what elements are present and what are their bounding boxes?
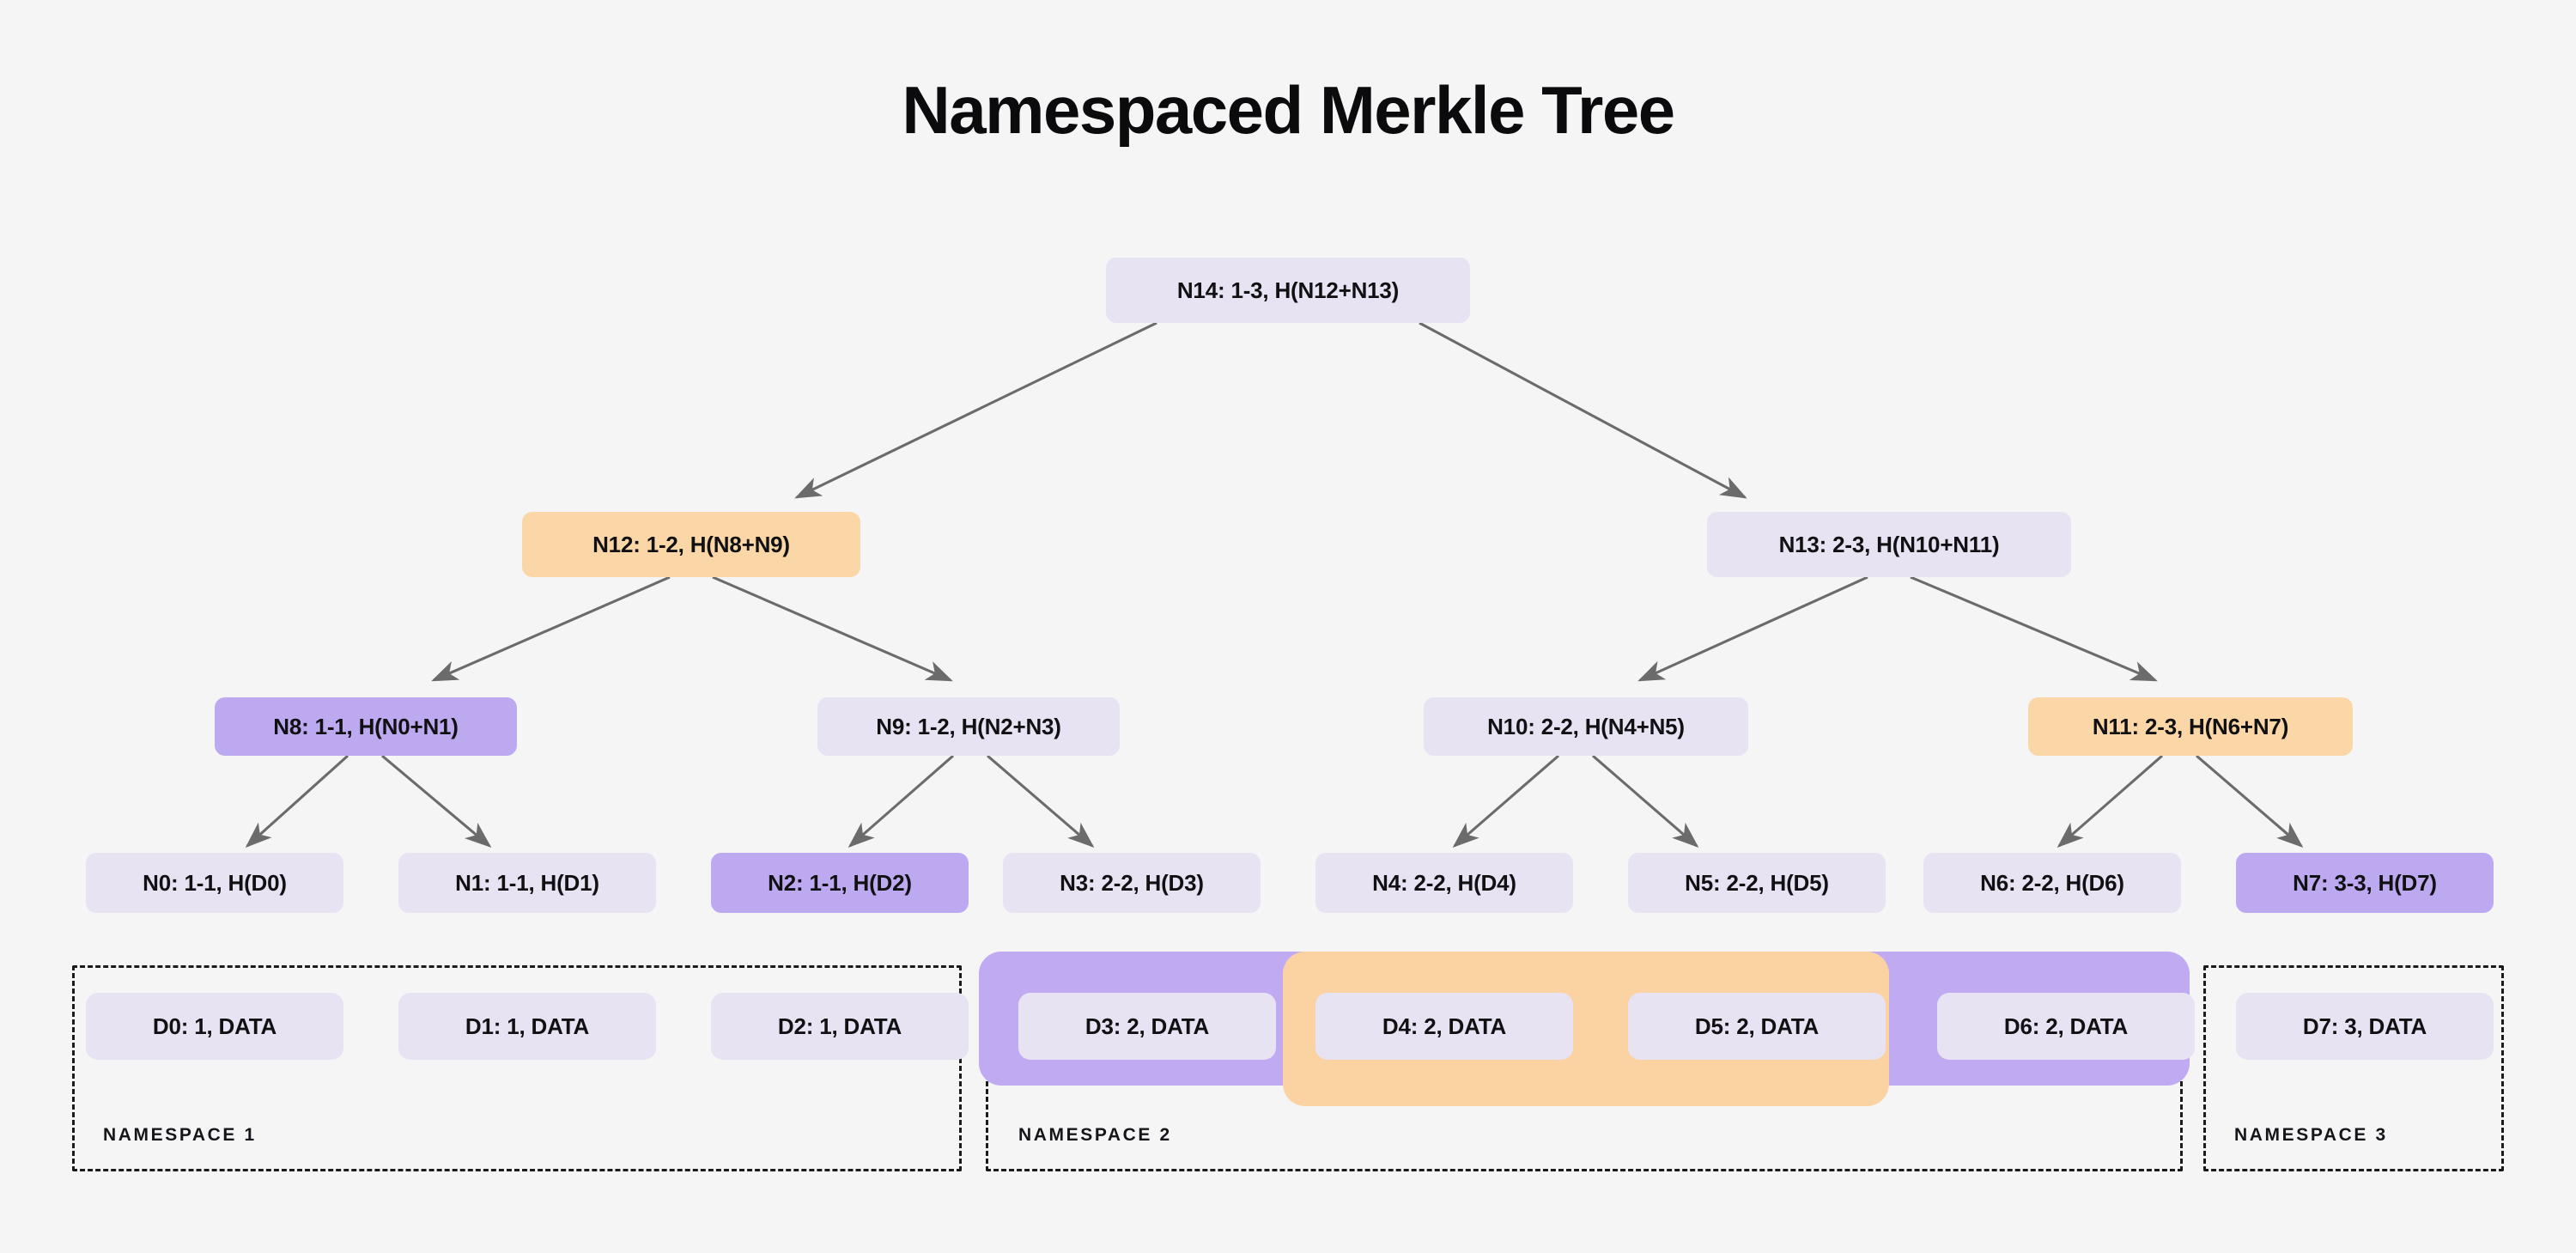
edge-n12-n8 bbox=[431, 575, 671, 682]
tree-node-n1[interactable]: N1: 1-1, H(D1) bbox=[398, 853, 656, 913]
tree-node-n0[interactable]: N0: 1-1, H(D0) bbox=[86, 853, 343, 913]
edge-n8-n1 bbox=[381, 754, 492, 848]
tree-node-n11[interactable]: N11: 2-3, H(N6+N7) bbox=[2028, 697, 2353, 756]
edge-n13-n11 bbox=[1910, 575, 2158, 682]
namespace-label-2: NAMESPACE 2 bbox=[1018, 1125, 1172, 1145]
tree-node-n6[interactable]: N6: 2-2, H(D6) bbox=[1923, 853, 2181, 913]
edge-n14-n12 bbox=[794, 321, 1157, 499]
data-node-d5[interactable]: D5: 2, DATA bbox=[1628, 993, 1886, 1060]
data-node-d3[interactable]: D3: 2, DATA bbox=[1018, 993, 1276, 1060]
data-node-d0[interactable]: D0: 1, DATA bbox=[86, 993, 343, 1060]
data-node-d6[interactable]: D6: 2, DATA bbox=[1937, 993, 2195, 1060]
edge-n8-n0 bbox=[245, 754, 349, 849]
tree-node-n12[interactable]: N12: 1-2, H(N8+N9) bbox=[522, 512, 860, 577]
edge-n13-n10 bbox=[1637, 575, 1868, 682]
data-node-d2[interactable]: D2: 1, DATA bbox=[711, 993, 969, 1060]
edge-n9-n2 bbox=[848, 754, 955, 849]
tree-node-n14[interactable]: N14: 1-3, H(N12+N13) bbox=[1106, 258, 1470, 323]
namespace-box-1 bbox=[72, 965, 962, 1171]
data-node-d7[interactable]: D7: 3, DATA bbox=[2236, 993, 2494, 1060]
tree-node-n9[interactable]: N9: 1-2, H(N2+N3) bbox=[817, 697, 1120, 756]
tree-node-n5[interactable]: N5: 2-2, H(D5) bbox=[1628, 853, 1886, 913]
edge-n11-n7 bbox=[2195, 754, 2304, 849]
data-node-d1[interactable]: D1: 1, DATA bbox=[398, 993, 656, 1060]
tree-node-n10[interactable]: N10: 2-2, H(N4+N5) bbox=[1424, 697, 1748, 756]
edge-n12-n9 bbox=[712, 575, 953, 682]
edge-n11-n6 bbox=[2057, 754, 2164, 849]
tree-node-n2[interactable]: N2: 1-1, H(D2) bbox=[711, 853, 969, 913]
namespace-label-1: NAMESPACE 1 bbox=[103, 1125, 257, 1145]
edge-n9-n3 bbox=[986, 754, 1095, 849]
tree-node-n8[interactable]: N8: 1-1, H(N0+N1) bbox=[215, 697, 517, 756]
namespace-box-3 bbox=[2203, 965, 2504, 1171]
data-node-d4[interactable]: D4: 2, DATA bbox=[1315, 993, 1573, 1060]
namespace-label-3: NAMESPACE 3 bbox=[2234, 1125, 2388, 1145]
tree-node-n3[interactable]: N3: 2-2, H(D3) bbox=[1003, 853, 1261, 913]
tree-node-n7[interactable]: N7: 3-3, H(D7) bbox=[2236, 853, 2494, 913]
tree-node-n4[interactable]: N4: 2-2, H(D4) bbox=[1315, 853, 1573, 913]
edge-n10-n4 bbox=[1452, 754, 1560, 849]
edge-n14-n13 bbox=[1419, 321, 1747, 499]
tree-node-n13[interactable]: N13: 2-3, H(N10+N11) bbox=[1707, 512, 2071, 577]
page-title: Namespaced Merkle Tree bbox=[902, 72, 1675, 148]
edge-n10-n5 bbox=[1591, 754, 1699, 849]
